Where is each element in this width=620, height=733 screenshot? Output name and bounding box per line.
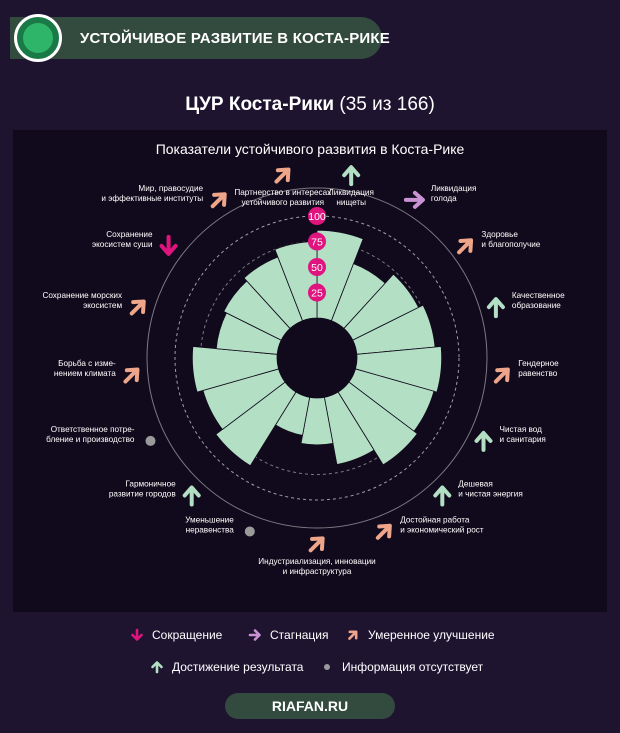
footer-site: RIAFAN.RU bbox=[225, 693, 395, 719]
trend-arrow-icon bbox=[123, 367, 140, 384]
trend-arrow-icon bbox=[457, 238, 474, 255]
page-title-bold: ЦУР Коста-Рики bbox=[185, 94, 335, 115]
legend-stagnation: Стагнация bbox=[248, 628, 328, 642]
legend-moderate: Умеренное улучшение bbox=[346, 628, 495, 642]
scale-tick-label: 50 bbox=[311, 262, 323, 274]
page-title-rest: (35 из 166) bbox=[334, 94, 435, 115]
chart-panel: Показатели устойчивого развития в Коста-… bbox=[13, 130, 607, 612]
category-label: Ответственное потре-бление и производств… bbox=[46, 425, 135, 444]
no-info-dot-icon bbox=[244, 526, 255, 537]
arrow-up-icon bbox=[151, 661, 163, 674]
trend-arrow-icon bbox=[486, 297, 505, 319]
trend-arrow-icon bbox=[433, 485, 452, 507]
trend-arrow-icon bbox=[493, 367, 510, 384]
trend-arrow-icon bbox=[342, 165, 361, 187]
trend-arrow-icon bbox=[274, 167, 291, 184]
page-title: ЦУР Коста-Рики (35 из 166) bbox=[0, 94, 620, 116]
scale-tick-label: 100 bbox=[308, 211, 326, 223]
header-title: УСТОЙЧИВОЕ РАЗВИТИЕ В КОСТА-РИКЕ bbox=[80, 30, 390, 47]
legend-reduction: Сокращение bbox=[130, 628, 222, 642]
scale-badge bbox=[308, 207, 326, 225]
chart-title: Показатели устойчивого развития в Коста-… bbox=[156, 141, 465, 157]
arrow-down-icon bbox=[131, 628, 143, 641]
trend-arrow-icon bbox=[210, 192, 227, 209]
legend-no-info-label: Информация отсутствует bbox=[342, 660, 484, 674]
legend-achieved-label: Достижение результата bbox=[172, 660, 304, 674]
legend-moderate-label: Умеренное улучшение bbox=[368, 628, 495, 642]
sdg-logo bbox=[14, 14, 62, 62]
legend-reduction-label: Сокращение bbox=[152, 628, 223, 642]
globe-icon bbox=[23, 23, 53, 53]
arrow-up-right-icon bbox=[348, 630, 358, 640]
trend-arrow-icon bbox=[159, 234, 178, 256]
header-banner bbox=[10, 17, 382, 59]
trend-arrow-icon bbox=[474, 430, 493, 452]
category-label: Борьба с изме-нением климата bbox=[54, 359, 116, 378]
trend-arrow-icon bbox=[182, 485, 201, 507]
legend-stagnation-label: Стагнация bbox=[270, 628, 329, 642]
legend-no-info: Информация отсутствует bbox=[320, 660, 483, 674]
outer-ring bbox=[146, 187, 488, 529]
dot-icon bbox=[324, 664, 330, 670]
scale-badge bbox=[308, 232, 326, 251]
trend-arrow-icon bbox=[403, 190, 425, 209]
scale-badge bbox=[308, 283, 326, 302]
legend-achieved: Достижение результата bbox=[150, 660, 303, 674]
scale-tick-label: 25 bbox=[311, 288, 323, 300]
no-info-dot-icon bbox=[145, 435, 156, 446]
arrow-right-icon bbox=[248, 629, 261, 641]
chart-hole bbox=[277, 318, 357, 398]
trend-arrow-icon bbox=[129, 299, 146, 316]
polar-bar-chart: Показатели устойчивого развития в Коста-… bbox=[42, 141, 565, 576]
scale-badge bbox=[308, 258, 326, 276]
scale-tick-label: 75 bbox=[311, 237, 323, 249]
trend-arrow-icon bbox=[375, 523, 392, 540]
trend-arrow-icon bbox=[308, 536, 325, 553]
